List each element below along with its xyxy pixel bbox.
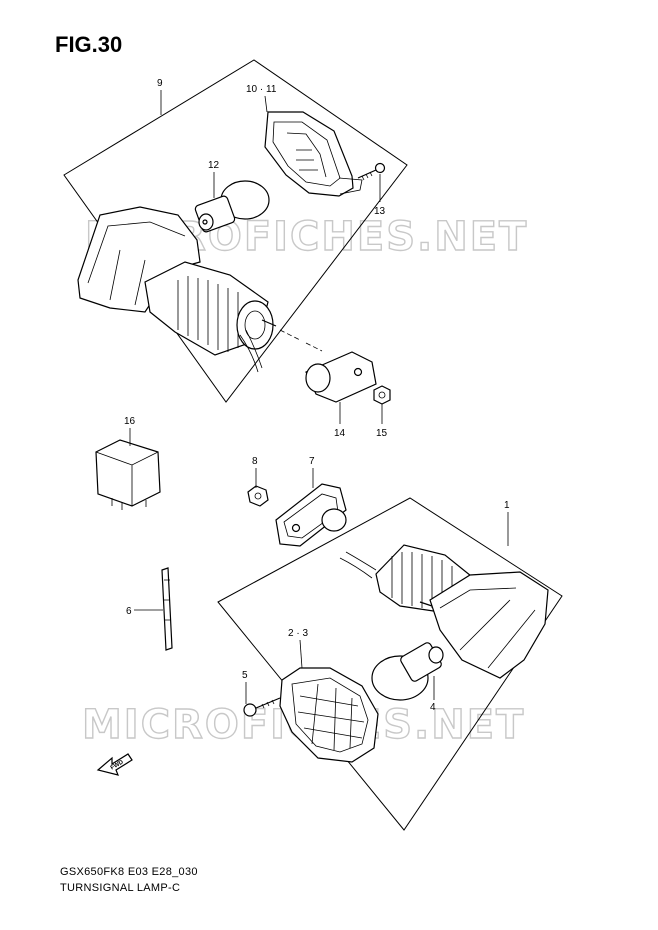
relay-16 [95, 439, 161, 510]
lens-2-3 [279, 667, 379, 763]
callout-9: 9 [157, 78, 163, 89]
bulb-12 [194, 180, 270, 233]
turn-signal-body-lower [339, 544, 549, 679]
gasket-7 [275, 483, 347, 547]
callout-8: 8 [252, 456, 258, 467]
callout-14: 14 [334, 428, 346, 439]
callout-12: 12 [208, 160, 220, 171]
callout-5: 5 [242, 670, 248, 681]
lens-housing-10-11 [264, 111, 363, 197]
callout-16: 16 [124, 416, 136, 427]
screw-13 [357, 162, 386, 181]
figure-title: FIG.30 [55, 32, 123, 57]
turn-signal-body-upper [77, 206, 323, 373]
band-6 [161, 567, 173, 651]
callout-1: 1 [504, 500, 510, 511]
nut-8 [247, 485, 269, 507]
footer-model-code: GSX650FK8 E03 E28_030 [60, 866, 198, 878]
callout-6: 6 [126, 606, 132, 617]
callout-13: 13 [374, 206, 386, 217]
rubber-mount-14 [305, 351, 377, 403]
callout-2-3: 2 · 3 [288, 628, 308, 639]
callout-7: 7 [309, 456, 315, 467]
callout-4: 4 [430, 702, 436, 713]
fwd-arrow-icon: FWD [96, 753, 133, 776]
bulb-4 [371, 642, 444, 701]
screw-5 [243, 697, 281, 717]
callout-15: 15 [376, 428, 388, 439]
callout-10-11: 10 · 11 [246, 84, 277, 95]
footer-part-name: TURNSIGNAL LAMP-C [60, 882, 181, 894]
nut-15 [373, 385, 391, 405]
